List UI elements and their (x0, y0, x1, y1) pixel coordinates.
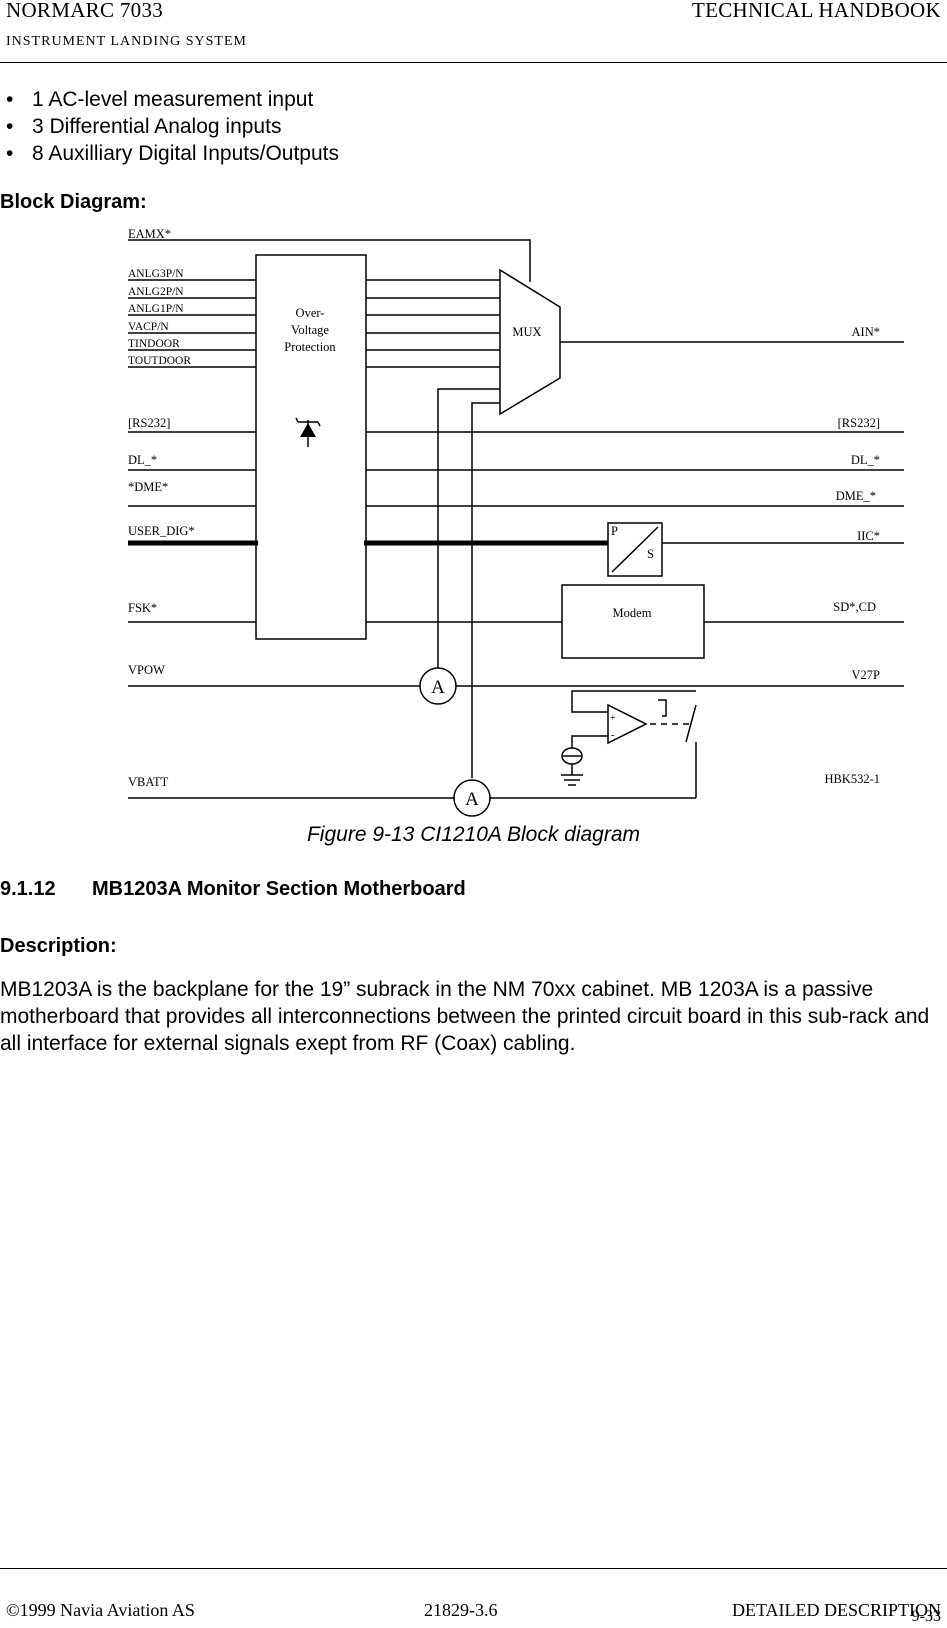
label-dl-left: DL_* (128, 453, 157, 467)
ovp-label-line2: Voltage (291, 323, 329, 337)
opamp-plus: + (610, 713, 616, 724)
feature-bullet-list: •1 AC-level measurement input •3 Differe… (6, 86, 339, 167)
label-figure-ref: HBK532-1 (824, 772, 880, 786)
label-anlg1: ANLG1P/N (128, 303, 184, 315)
mux-block (499, 268, 561, 416)
footer-copyright: ©1999 Navia Aviation AS (6, 1600, 195, 1620)
label-v27p: V27P (852, 668, 881, 682)
label-eamx: EAMX* (128, 227, 171, 241)
label-rs232-left: [RS232] (128, 416, 170, 430)
modem-label: Modem (613, 606, 652, 620)
over-voltage-protection-box (255, 254, 367, 640)
bullet-item: •8 Auxilliary Digital Inputs/Outputs (6, 142, 339, 165)
comparator-opamp (607, 703, 648, 745)
ammeter-label-vbatt: A (465, 789, 479, 810)
section-title: MB1203A Monitor Section Motherboard (92, 878, 466, 900)
vpow-ammeter (419, 667, 457, 705)
label-vacp: VACP/N (128, 321, 169, 333)
description-heading: Description: (0, 935, 117, 957)
label-iic: IIC* (857, 529, 880, 543)
label-anlg2: ANLG2P/N (128, 286, 184, 298)
opamp-minus: - (611, 730, 614, 741)
label-vpow: VPOW (128, 663, 165, 677)
mux-label: MUX (512, 325, 541, 339)
label-dme-right: DME_* (836, 489, 876, 503)
ovp-label-line1: Over- (296, 306, 325, 320)
zener-diode-icon (300, 423, 316, 437)
figure-caption: Figure 9-13 CI1210A Block diagram (306, 823, 641, 846)
ps-label-p: P (611, 524, 618, 538)
header-document-title: TECHNICAL HANDBOOK (691, 0, 941, 22)
label-tindoor: TINDOOR (128, 338, 180, 350)
header-product-title: NORMARC 7033 (6, 0, 164, 22)
block-diagram-heading: Block Diagram: (0, 191, 147, 213)
label-ain: AIN* (852, 325, 880, 339)
label-vbatt: VBATT (128, 775, 169, 789)
label-sd-cd: SD*,CD (833, 600, 876, 614)
section-number: 9.1.12 (0, 878, 56, 900)
label-rs232-right: [RS232] (838, 416, 880, 430)
bullet-item: •3 Differential Analog inputs (6, 115, 282, 138)
description-paragraph: MB1203A is the backplane for the 19” sub… (0, 978, 930, 1055)
header-product-subtitle: INSTRUMENT LANDING SYSTEM (6, 34, 247, 49)
block-diagram: EAMX* ANLG3P/N ANLG2P/N ANLG1P/N VACP/N … (128, 227, 904, 817)
page-number: 9-33 (911, 1608, 941, 1625)
ovp-label-line3: Protection (284, 340, 336, 354)
modem-block (561, 584, 705, 659)
vbatt-ammeter (453, 779, 491, 817)
label-user-dig: USER_DIG* (128, 524, 195, 538)
footer-section-name: DETAILED DESCRIPTION (731, 1600, 941, 1620)
bullet-item: •1 AC-level measurement input (6, 88, 314, 111)
section-heading: 9.1.12 MB1203A Monitor Section Motherboar… (0, 878, 466, 901)
footer-divider (0, 1568, 947, 1569)
label-fsk: FSK* (128, 601, 157, 615)
label-dl-right: DL_* (851, 453, 880, 467)
ps-converter-block (607, 522, 663, 577)
ps-label-s: S (647, 547, 654, 561)
label-dme-left: *DME* (128, 480, 168, 494)
ammeter-label-vpow: A (431, 677, 445, 698)
footer-doc-number: 21829-3.6 (424, 1600, 498, 1620)
label-anlg3: ANLG3P/N (128, 268, 184, 280)
label-toutdoor: TOUTDOOR (128, 355, 191, 367)
header-divider (0, 62, 947, 63)
